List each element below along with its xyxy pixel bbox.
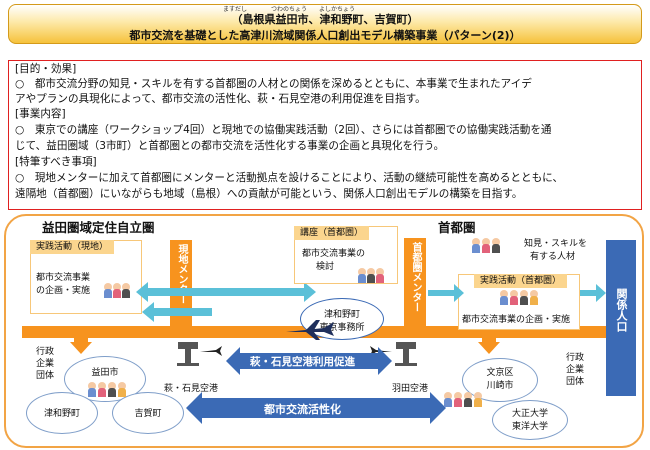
person-icon [500, 290, 508, 305]
course-text-1: 都市交流事業の [302, 249, 366, 259]
big-plane-icon [286, 320, 334, 340]
capital-practice-tag: 実践活動（首都圏） [474, 274, 568, 288]
person-icon [492, 238, 500, 253]
person-icon [530, 290, 538, 305]
local-mentor-label: 現地メンター [176, 244, 187, 304]
person-icon [520, 290, 528, 305]
skilled-line-1: 知見・スキルを [524, 239, 588, 249]
capital-mentor-label: 首都圏メンター [410, 242, 421, 312]
gov-left-3: 団体 [36, 371, 55, 381]
ruby-yoshika: よしかちょう [319, 6, 356, 13]
yoshika-circle: 吉賀町 [112, 392, 184, 434]
gov-right-2: 企業 [566, 365, 585, 375]
local-mentor-bar: 現地メンター [170, 240, 192, 326]
person-icon [118, 382, 126, 397]
person-icon [510, 290, 518, 305]
person-icon [367, 268, 375, 283]
right-region-title: 首都圏 [438, 220, 476, 235]
person-icon [98, 382, 106, 397]
person-icon [482, 238, 490, 253]
control-tower-icon [177, 342, 199, 366]
univ-label-1: 大正大学 [511, 409, 548, 419]
arrow-to-local [142, 302, 212, 322]
ruby-tsuwano: つわのちょう [271, 6, 308, 13]
gov-right-3: 団体 [566, 377, 585, 387]
special-line-2: 遠隔地（首都圏）にいながらも地域（島根）への貢献が可能という、関係人口創出モデル… [15, 188, 523, 200]
person-icon [88, 382, 96, 397]
tsuwano-circle: 津和野町 [26, 392, 98, 434]
person-icon [122, 283, 130, 298]
exchange-activation-arrow [186, 392, 446, 424]
relation-label: 関係人口 [615, 288, 628, 332]
capital-plan-label: 都市交流事業の企画・実施 [462, 315, 571, 325]
relation-population-bar: 関係人口 [606, 240, 636, 396]
summary-box: [目的・効果] ○ 都市交流分野の知見・スキルを有する首都圏の人材との関係を深め… [8, 60, 642, 210]
content-heading: [事業内容] [15, 108, 66, 120]
bunkyo-label: 文京区 [486, 368, 514, 378]
university-circle: 大正大学 東洋大学 [492, 400, 568, 440]
airport-promotion-arrow [226, 347, 392, 375]
masuda-label: 益田市 [91, 368, 119, 378]
person-icon [474, 392, 482, 407]
airport-left-label: 萩・石見空港 [164, 384, 219, 394]
person-icon [104, 283, 112, 298]
office-line-2: 東京事務所 [319, 323, 365, 333]
person-icon [444, 392, 452, 407]
purpose-line-1: ○ 都市交流分野の知見・スキルを有する首都圏の人材との関係を深めるとともに、本事… [15, 78, 532, 90]
title-banner: ますだし つわのちょう よしかちょう （島根県益田市、津和野町、吉賀町） 都市交… [8, 4, 642, 44]
airport-promotion-label: 萩・石見空港利用促進 [250, 356, 355, 368]
double-arrow-local-course [136, 282, 316, 302]
content-line-1: ○ 東京での講座（ワークショップ4回）と現地での協働実践活動（2回）、さらには首… [15, 124, 552, 136]
univ-label-2: 東洋大学 [511, 422, 548, 432]
left-region-title: 益田圏域定住自立圏 [42, 220, 155, 235]
arrow-to-relation [580, 284, 606, 302]
airport-right-label: 羽田空港 [392, 384, 429, 394]
arrow-capital-practice [428, 284, 464, 302]
person-icon [108, 382, 116, 397]
local-practice-tag: 実践活動（現地） [30, 240, 115, 254]
control-tower-icon [395, 342, 417, 366]
plane-icon [200, 346, 222, 356]
person-icon [358, 268, 366, 283]
special-heading: [特筆すべき事項] [15, 156, 97, 168]
office-line-1: 津和野町 [323, 310, 360, 320]
gov-left-1: 行政 [36, 347, 55, 357]
kawasaki-label: 川崎市 [486, 381, 514, 391]
down-arrow-left [70, 336, 92, 354]
exchange-activation-label: 都市交流活性化 [264, 403, 341, 416]
title-line-1: （島根県益田市、津和野町、吉賀町） [231, 13, 419, 26]
person-icon [113, 283, 121, 298]
gov-right-1: 行政 [566, 353, 585, 363]
yoshika-label: 吉賀町 [134, 409, 162, 419]
person-icon [454, 392, 462, 407]
ruby-masuda: ますだし [223, 6, 248, 13]
special-line-1: ○ 現地メンターに加えて首都圏にメンターと活動拠点を設けることにより、活動の継続… [15, 172, 564, 184]
content-line-2: じて、益田圏域（3市町）と首都圏との都市交流を活性化する事業の企画と具現化を行う… [15, 140, 445, 152]
gov-left-2: 企業 [36, 359, 55, 369]
purpose-heading: [目的・効果] [15, 63, 77, 75]
person-icon [376, 268, 384, 283]
course-tag: 講座（首都圏） [294, 226, 370, 240]
skilled-line-2: 有する人材 [530, 252, 576, 262]
course-text-2: 検討 [316, 262, 335, 272]
local-plan-line-2: の企画・実施 [36, 286, 91, 296]
capital-mentor-bar: 首都圏メンター [404, 238, 426, 328]
tsuwano-label: 津和野町 [43, 409, 80, 419]
purpose-line-2: アやプランの具現化によって、都市交流の活性化、萩・石見空港の利用促進を目指す。 [15, 93, 426, 105]
person-icon [472, 238, 480, 253]
down-arrow-right [478, 336, 500, 354]
title-line-2: 都市交流を基礎とした高津川流域関係人口創出モデル構築事業（パターン(2)） [129, 29, 521, 42]
local-plan-line-1: 都市交流事業 [36, 273, 91, 283]
person-icon [464, 392, 472, 407]
